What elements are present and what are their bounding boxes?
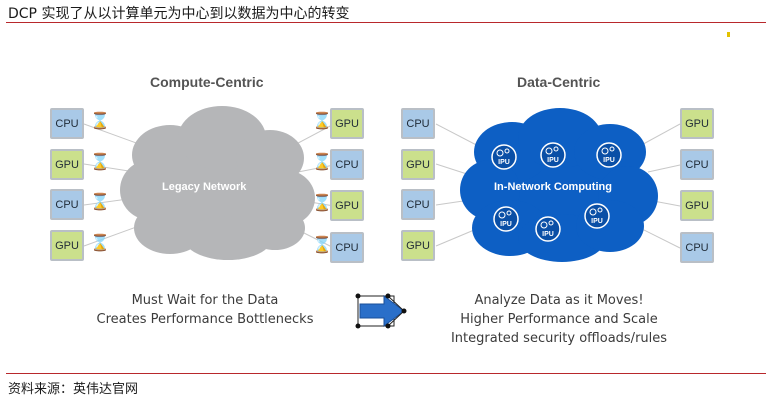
data-right-chip-3: GPU	[680, 190, 714, 221]
data-centric-title: Data-Centric	[517, 74, 601, 90]
legacy-network-label: Legacy Network	[162, 181, 247, 193]
hourglass-icon: ⌛	[312, 111, 332, 130]
compute-right-chip-3: GPU	[330, 190, 364, 221]
source-divider	[6, 373, 766, 374]
data-caption-line-1: Analyze Data as it Moves!	[474, 293, 644, 308]
page-title: DCP 实现了从以计算单元为中心到以数据为中心的转变	[8, 6, 350, 22]
ipu-label: IPU	[547, 157, 559, 164]
data-left-chip-1: CPU	[401, 108, 435, 139]
data-left-chip-4: GPU	[401, 230, 435, 261]
data-right-chip-4: CPU	[680, 232, 714, 263]
compute-centric-title: Compute-Centric	[150, 74, 264, 90]
ipu-node	[493, 206, 519, 232]
compute-left-chip-4: GPU	[50, 230, 84, 261]
compute-caption-line-2: Creates Performance Bottlenecks	[96, 312, 314, 327]
compute-right-chip-4: CPU	[330, 232, 364, 263]
arrow-right-icon	[355, 293, 407, 329]
compute-right-chip-1: GPU	[330, 108, 364, 139]
ipu-node	[491, 144, 517, 170]
corner-mark	[727, 32, 730, 37]
data-centric-caption: Analyze Data as it Moves! Higher Perform…	[447, 291, 671, 348]
hourglass-icon: ⌛	[90, 233, 110, 252]
ipu-label: IPU	[603, 157, 615, 164]
source-note: 资料来源：英伟达官网	[8, 382, 139, 397]
ipu-label: IPU	[500, 221, 512, 228]
ipu-label: IPU	[542, 231, 554, 238]
compute-caption-line-1: Must Wait for the Data	[131, 293, 279, 308]
ipu-node	[535, 216, 561, 242]
ipu-label: IPU	[591, 218, 603, 225]
hourglass-icon: ⌛	[90, 152, 110, 171]
ipu-label: IPU	[498, 159, 510, 166]
data-left-chip-2: GPU	[401, 149, 435, 180]
data-right-chip-2: CPU	[680, 149, 714, 180]
hourglass-icon: ⌛	[90, 192, 110, 211]
compute-left-chip-2: GPU	[50, 149, 84, 180]
compute-right-chip-2: CPU	[330, 149, 364, 180]
compute-left-chip-3: CPU	[50, 189, 84, 220]
hourglass-icon: ⌛	[312, 193, 332, 212]
in-network-computing-label: In-Network Computing	[494, 181, 612, 193]
data-right-chip-1: GPU	[680, 108, 714, 139]
ipu-nodes	[491, 142, 622, 242]
compute-left-chip-1: CPU	[50, 108, 84, 139]
ipu-node	[540, 142, 566, 168]
hourglass-icon: ⌛	[90, 111, 110, 130]
title-divider	[6, 22, 766, 23]
data-caption-line-2: Higher Performance and Scale	[460, 312, 658, 327]
data-left-chip-3: CPU	[401, 189, 435, 220]
compute-centric-caption: Must Wait for the Data Creates Performan…	[96, 291, 314, 329]
ipu-node	[596, 142, 622, 168]
data-caption-line-3: Integrated security offloads/rules	[450, 331, 668, 346]
legacy-network-cloud	[120, 106, 315, 260]
hourglass-icon: ⌛	[312, 235, 332, 254]
hourglass-icon: ⌛	[312, 152, 332, 171]
ipu-node	[584, 203, 610, 229]
